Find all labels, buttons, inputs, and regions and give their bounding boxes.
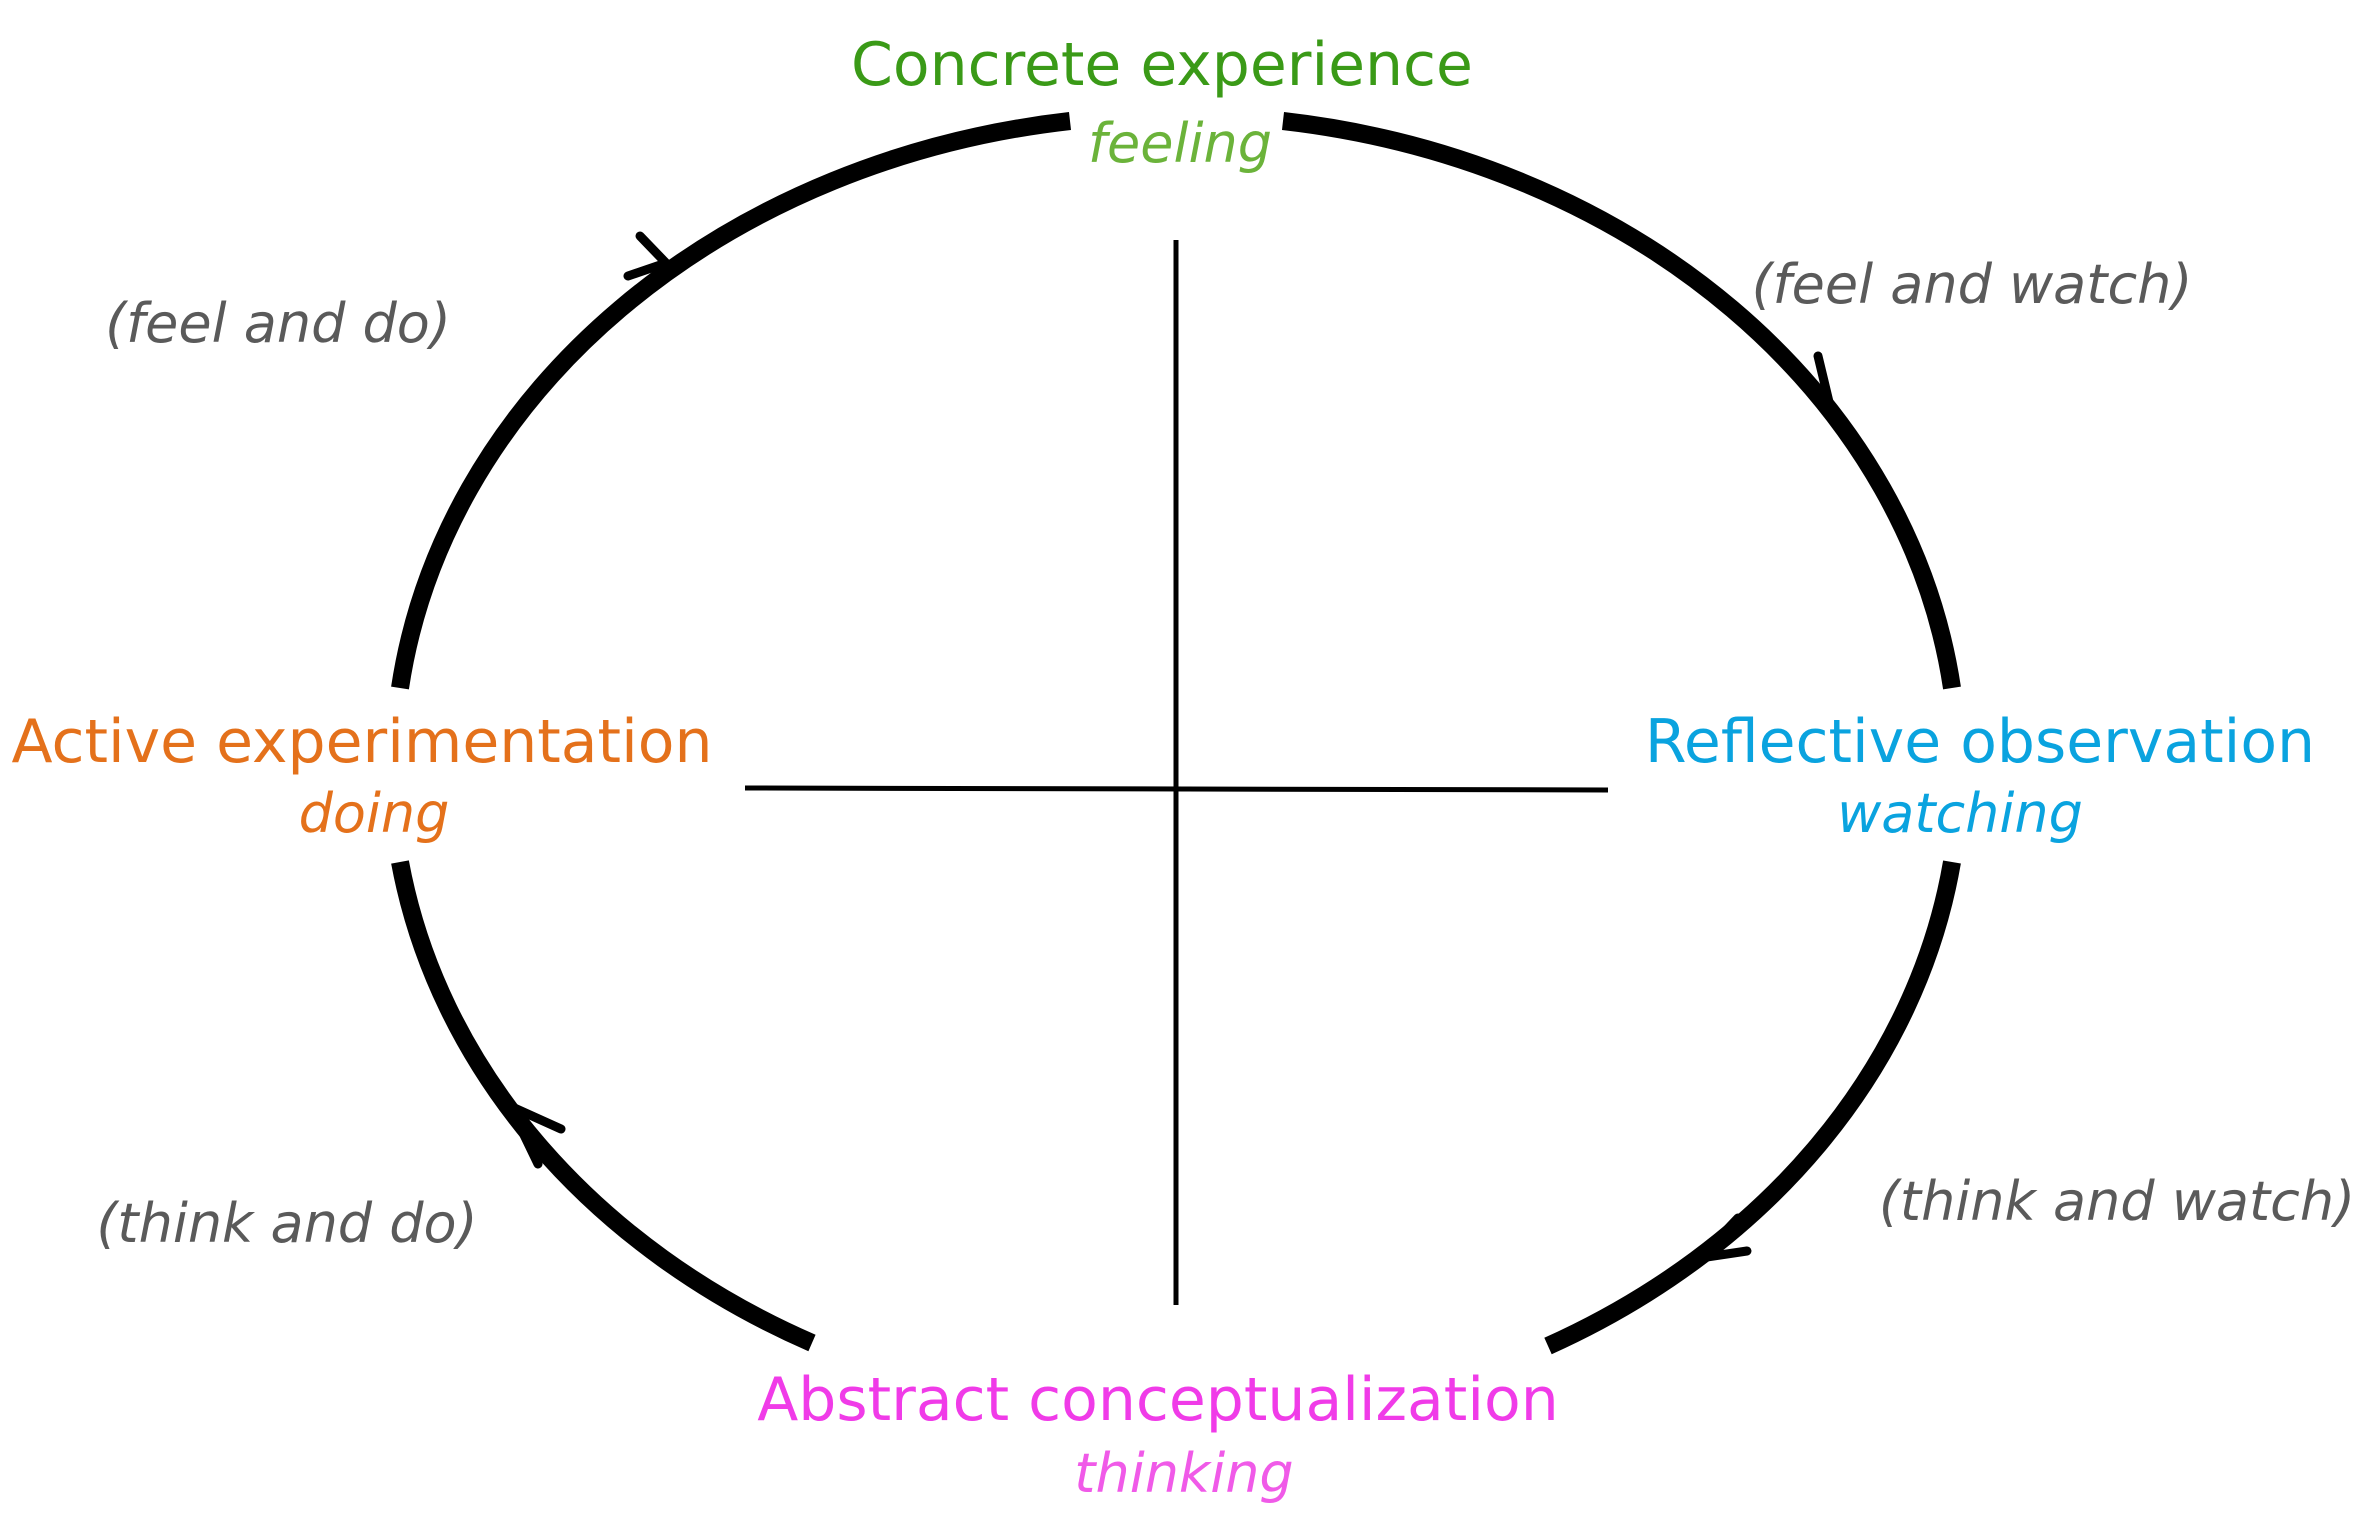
arrow-head-top-right (1780, 351, 1835, 411)
cycle-arrowheads (505, 231, 1835, 1263)
quadrant-think-and-watch: (think and watch) (1879, 1170, 2355, 1233)
quadrant-feel-and-do: (feel and do) (105, 292, 451, 355)
horizontal-axis (744, 785, 1609, 793)
reflective-observation-title: Reflective observation (1645, 707, 2315, 777)
arc-abstract-to-active (391, 860, 816, 1352)
arrow-head-top-left (623, 231, 671, 281)
concrete-experience-title: Concrete experience (851, 30, 1473, 100)
arc-concrete-to-reflective (1281, 112, 1961, 690)
arc-reflective-to-abstract (1544, 860, 1961, 1355)
arc-active-to-concrete (391, 112, 1072, 690)
abstract-conceptualization-sub: thinking (1074, 1442, 1293, 1505)
abstract-conceptualization-title: Abstract conceptualization (757, 1365, 1559, 1435)
reflective-observation-sub: watching (1837, 782, 2083, 845)
active-experimentation-title: Active experimentation (12, 707, 713, 777)
quadrant-feel-and-watch: (feel and watch) (1752, 253, 2193, 316)
quadrant-think-and-do: (think and do) (96, 1192, 477, 1255)
concrete-experience-sub: feeling (1088, 112, 1272, 175)
arrow-head-bottom-right (1695, 1213, 1752, 1263)
active-experimentation-sub: doing (299, 782, 450, 845)
arrow-head-bottom-left (505, 1101, 566, 1169)
axes (744, 240, 1609, 1305)
cycle-arcs (391, 112, 1961, 1355)
